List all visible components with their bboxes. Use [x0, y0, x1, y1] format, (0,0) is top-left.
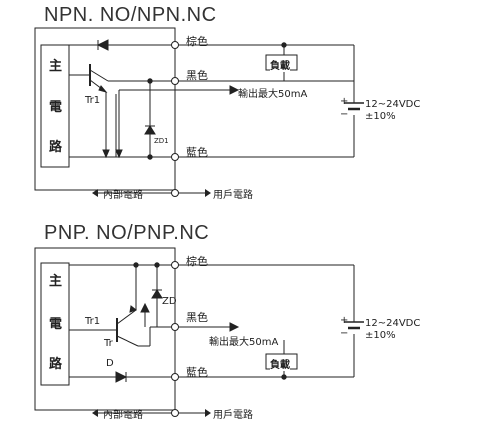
pnp-tr: Tr: [104, 338, 113, 349]
npn-diagram: [34, 27, 364, 194]
npn-diode: [96, 39, 109, 51]
pnp-zener: [151, 289, 163, 299]
npn-zd1: ZD1: [154, 137, 169, 145]
npn-main-1: 主: [49, 59, 63, 74]
npn-supply: 12~24VDC: [365, 99, 421, 110]
npn-zener: [144, 125, 156, 135]
pnp-tolerance: ±10%: [365, 330, 396, 341]
npn-internal-frame: [34, 27, 176, 191]
npn-tr1: Tr1: [85, 95, 101, 106]
pnp-title: PNP. NO/PNP.NC: [44, 222, 210, 244]
pnp-supply: 12~24VDC: [365, 318, 421, 329]
pnp-tr1: Tr1: [85, 316, 101, 327]
pnp-main-circuit-box: [40, 262, 70, 386]
pnp-d: D: [106, 358, 114, 369]
npn-internal: 內部電路: [103, 190, 143, 201]
pnp-blue: 藍色: [186, 366, 208, 379]
npn-brown: 棕色: [186, 35, 208, 48]
pnp-zd: ZD: [162, 296, 177, 307]
pnp-internal: 內部電路: [103, 410, 143, 421]
pnp-main-3: 路: [49, 357, 63, 372]
pnp-brown: 棕色: [186, 255, 208, 268]
pnp-user: 用戶電路: [213, 410, 253, 421]
npn-tolerance: ±10%: [365, 111, 396, 122]
pnp-output: 輸出最大50mA: [209, 337, 279, 348]
npn-blue: 藍色: [186, 146, 208, 159]
npn-black: 黑色: [186, 69, 208, 82]
npn-user: 用戶電路: [213, 190, 253, 201]
npn-load: 負載: [270, 57, 290, 72]
npn-title: NPN. NO/NPN.NC: [44, 4, 217, 26]
pnp-black: 黑色: [186, 311, 208, 324]
pnp-diode: [115, 371, 128, 383]
pnp-main-1: 主: [49, 274, 63, 289]
pnp-diagram: [34, 247, 364, 414]
pnp-main-2: 電: [49, 317, 63, 332]
pnp-load: 負載: [270, 356, 290, 371]
npn-main-circuit-box: [40, 44, 70, 168]
npn-output: 輸出最大50mA: [238, 89, 308, 100]
npn-main-2: 電: [49, 100, 63, 115]
npn-main-3: 路: [49, 140, 63, 155]
